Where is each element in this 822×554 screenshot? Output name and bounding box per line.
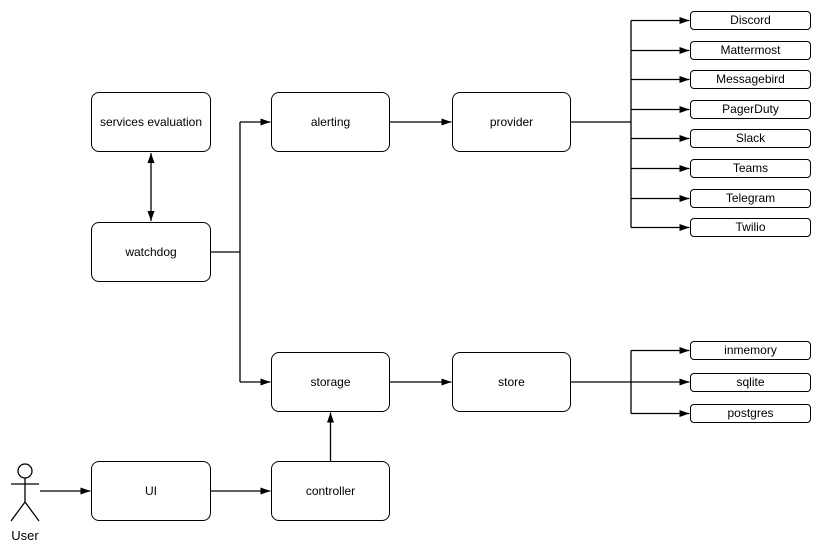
node-provider-mattermost: Mattermost xyxy=(690,41,811,60)
node-storage: storage xyxy=(271,352,390,412)
node-store: store xyxy=(452,352,571,412)
actor-label: User xyxy=(11,528,39,543)
node-store-inmemory: inmemory xyxy=(690,341,811,360)
node-controller: controller xyxy=(271,461,390,521)
user-actor-icon xyxy=(10,463,40,522)
node-ui: UI xyxy=(91,461,211,521)
node-provider-pagerduty: PagerDuty xyxy=(690,100,811,119)
node-provider-telegram: Telegram xyxy=(690,189,811,208)
node-provider-slack: Slack xyxy=(690,129,811,148)
node-services-evaluation: services evaluation xyxy=(91,92,211,152)
node-store-sqlite: sqlite xyxy=(690,372,811,392)
node-provider: provider xyxy=(452,92,571,152)
node-provider-discord: Discord xyxy=(690,11,811,30)
node-watchdog: watchdog xyxy=(91,222,211,282)
node-provider-teams: Teams xyxy=(690,159,811,178)
node-provider-twilio: Twilio xyxy=(690,218,811,237)
node-provider-messagebird: Messagebird xyxy=(690,70,811,89)
node-alerting: alerting xyxy=(271,92,390,152)
node-store-postgres: postgres xyxy=(690,404,811,423)
